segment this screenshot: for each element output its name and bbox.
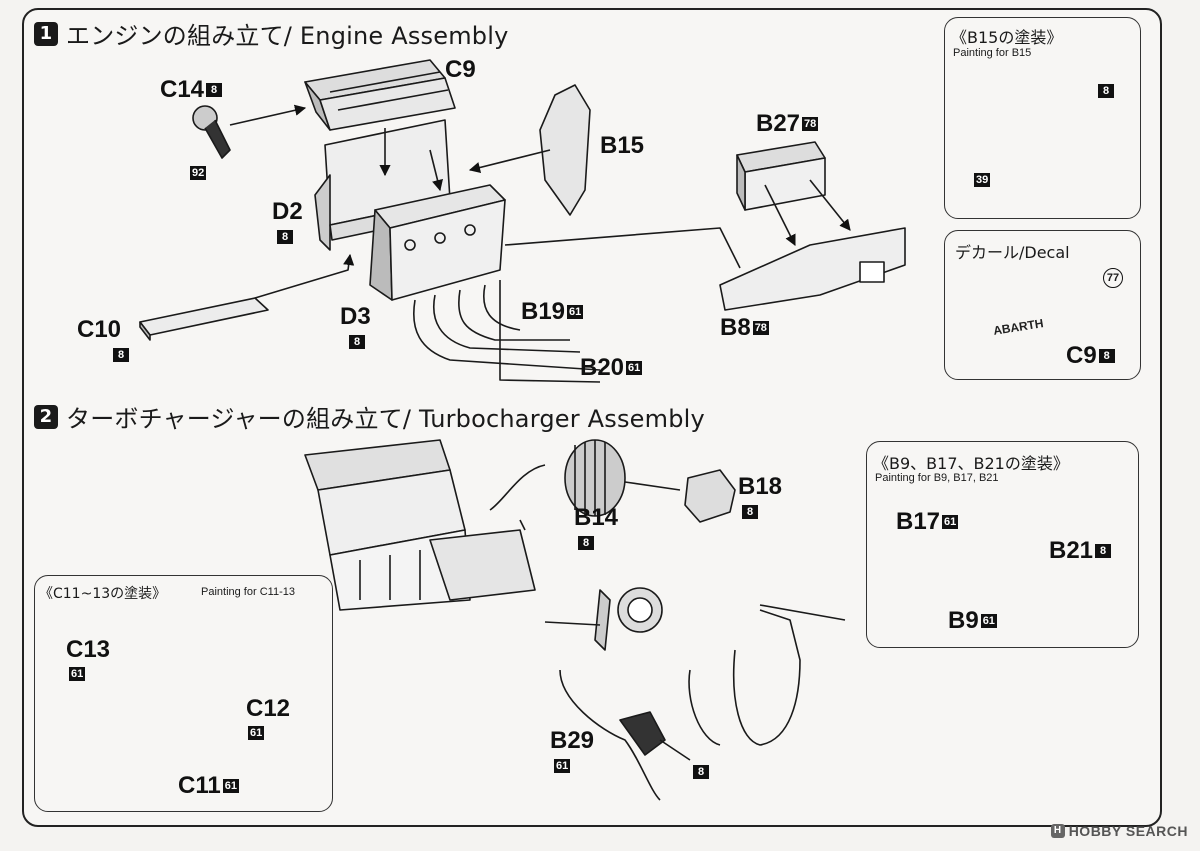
part-code: B19 (521, 298, 566, 325)
color-badge: 8 (349, 335, 365, 349)
part-code: D2 (272, 198, 303, 225)
panel-b9-b17-b21-painting: 《B9、B17、B21の塗装》 Painting for B9, B17, B2… (866, 441, 1139, 648)
part-label-b21: B21 8 (1049, 537, 1112, 564)
step-number: 2 (34, 404, 58, 429)
part-label-c9: C9 (445, 58, 476, 82)
color-badge: 8 (113, 348, 129, 362)
panel-subtitle: Painting for B9, B17, B21 (875, 472, 999, 484)
watermark-logo: H (1050, 824, 1065, 838)
b14-cylinder (564, 439, 626, 517)
turbo-housing (594, 587, 663, 651)
part-code: C13 (66, 636, 111, 663)
b18-part (684, 469, 736, 523)
color-badge: 8 (742, 505, 758, 519)
part-label-c12: C12 (246, 697, 290, 721)
color-badge: 8 (1095, 544, 1112, 558)
panel-title: 《B9、B17、B21の塗装》 (873, 454, 1069, 473)
step-title: ターボチャージャーの組み立て/ Turbocharger Assembly (66, 405, 705, 433)
part-label-b15: B15 (600, 134, 644, 158)
part-label-b20: B20 61 (580, 354, 643, 381)
part-label-c13: C13 (66, 638, 110, 662)
part-label-b17: B17 61 (896, 508, 959, 535)
c14-pulley (192, 105, 231, 159)
part-code: C12 (246, 695, 291, 722)
part-label-b19: B19 61 (521, 298, 584, 325)
part-label-d2: D2 (272, 200, 303, 224)
exhaust-pipes (413, 280, 601, 383)
watermark-text: HOBBY SEARCH (1068, 823, 1188, 839)
color-badge: 61 (69, 667, 86, 681)
part-code: B29 (550, 727, 595, 754)
part-label-b9: B9 61 (948, 609, 997, 633)
part-code: B14 (574, 504, 619, 531)
panel-subtitle: Painting for B15 (953, 47, 1032, 59)
color-badge: 61 (567, 305, 584, 319)
color-badge: 8 (1098, 84, 1114, 98)
color-badge: 8 (578, 536, 594, 550)
part-code: C10 (77, 316, 122, 343)
color-badge: 78 (802, 117, 819, 131)
intercooler-pipe (688, 604, 846, 746)
part-code: B8 (720, 314, 751, 341)
b8-part (719, 227, 906, 311)
part-code: B20 (580, 354, 625, 381)
color-badge: 8 (206, 83, 223, 97)
color-badge: 61 (248, 726, 265, 740)
part-code: B18 (738, 473, 783, 500)
engine-assembly-view (304, 439, 536, 611)
panel-title: 《B15の塗装》 (951, 28, 1063, 47)
c10-cover (139, 297, 269, 341)
color-badge: 92 (190, 166, 207, 180)
b15-part (539, 84, 591, 216)
decal-number: 77 (1103, 268, 1123, 288)
part-label-b8: B8 78 (720, 316, 769, 340)
color-badge: 61 (554, 759, 571, 773)
step-title: エンジンの組み立て/ Engine Assembly (66, 22, 509, 50)
part-label-b27: B27 78 (756, 110, 819, 137)
panel-title: 《C11~13の塗装》 (39, 586, 167, 602)
part-label-d3: D3 (340, 305, 371, 329)
part-label-c9-decal: C9 8 (1066, 344, 1115, 368)
part-code: B17 (896, 508, 941, 535)
color-badge: 61 (626, 361, 643, 375)
c9-cam-cover (304, 59, 456, 131)
part-code: D3 (340, 303, 371, 330)
part-label-b14: B14 (574, 506, 618, 530)
step-number: 1 (34, 21, 58, 46)
color-badge: 8 (277, 230, 293, 244)
part-code: B9 (948, 607, 979, 634)
color-badge: 61 (222, 779, 239, 793)
part-code: B15 (600, 132, 645, 159)
color-badge: 39 (974, 173, 991, 187)
color-badge: 78 (752, 321, 769, 335)
part-label-b18: B18 (738, 475, 782, 499)
color-badge: 61 (980, 614, 997, 628)
b29-hose (559, 669, 666, 801)
part-label-b29: B29 (550, 729, 594, 753)
panel-subtitle: Painting for C11-13 (201, 586, 295, 598)
watermark: H HOBBY SEARCH (1050, 823, 1188, 839)
panel-title: デカール/Decal (955, 243, 1070, 262)
color-badge: 8 (1098, 349, 1115, 363)
panel-c11-13-painting: 《C11~13の塗装》 Painting for C11-13 (34, 575, 333, 812)
part-code: C9 (1066, 342, 1097, 369)
part-label-c10: C10 (77, 318, 121, 342)
part-code: B27 (756, 110, 801, 137)
part-label-c11: C11 61 (178, 774, 239, 798)
part-label-c14: C14 8 (160, 76, 223, 103)
panel-b15-painting: 《B15の塗装》 Painting for B15 (944, 17, 1141, 219)
color-badge: 8 (693, 765, 709, 779)
color-badge: 61 (942, 515, 959, 529)
step-1-header: 1 エンジンの組み立て/ Engine Assembly (34, 16, 508, 51)
b27-part (736, 141, 826, 211)
part-code: C14 (160, 76, 205, 103)
part-code: C9 (445, 56, 476, 83)
part-code: C11 (178, 772, 221, 799)
d3-engine-head (369, 184, 506, 301)
step-2-header: 2 ターボチャージャーの組み立て/ Turbocharger Assembly (34, 399, 705, 434)
part-code: B21 (1049, 537, 1094, 564)
